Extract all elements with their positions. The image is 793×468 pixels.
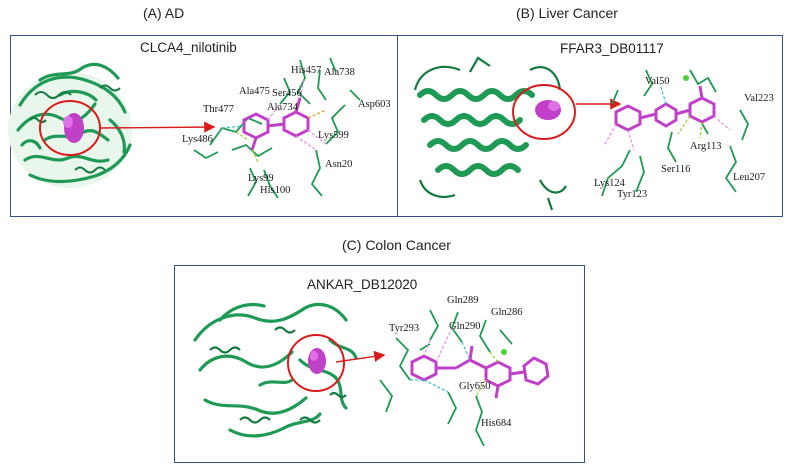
- residue-label: His457: [291, 65, 321, 76]
- residue-label: His100: [260, 185, 290, 196]
- residue-label: Arg113: [690, 141, 722, 152]
- panel-b-frame: [397, 35, 783, 217]
- panel-a-title: CLCA4_nilotinib: [140, 40, 237, 55]
- panel-c-interaction-view: Gln289 Gln286 Tyr293 Gln290 Gly650 His68…: [379, 295, 550, 447]
- residue-label: Val223: [744, 93, 774, 104]
- panel-b-title: FFAR3_DB01117: [560, 41, 664, 56]
- panel-b-binding-site-circle: [512, 84, 576, 140]
- residue-label: Gln290: [449, 321, 481, 332]
- residue-label: Gln289: [447, 295, 479, 306]
- panel-c-protein-structure: [193, 302, 358, 438]
- residue-label: Gln286: [491, 307, 523, 318]
- panel-c-frame: [174, 265, 585, 463]
- residue-label: Ser116: [661, 164, 690, 175]
- residue-label: Leu207: [733, 172, 765, 183]
- residue-label: Val50: [645, 76, 670, 87]
- residue-label: Asp603: [358, 99, 391, 110]
- panel-b-interaction-view: Val50 Val223 Arg113 Ser116 Leu207 Lys124…: [594, 69, 774, 200]
- panel-c-ligand-blob: [308, 348, 326, 374]
- residue-label: Lys124: [594, 178, 626, 189]
- panel-c-binding-site-circle: [287, 334, 345, 392]
- residue-label: Ser456: [272, 88, 302, 99]
- panel-a-binding-site-circle: [39, 100, 101, 156]
- residue-label: Ala734: [267, 102, 299, 113]
- panel-c-caption: (C) Colon Cancer: [342, 237, 451, 253]
- panel-c-title: ANKAR_DB12020: [307, 277, 418, 292]
- panel-a-zoom-arrow: [99, 121, 216, 133]
- residue-label: Gly650: [459, 381, 491, 392]
- residue-label: Ala475: [239, 86, 270, 97]
- residue-label: Lys99: [248, 173, 274, 184]
- panel-a-ligand-blob: [63, 113, 84, 143]
- panel-a-interaction-view: His457 Ala738 Ala475 Ser456 Thr477 Ala73…: [182, 57, 391, 199]
- residue-label: His684: [481, 418, 512, 429]
- residue-label: Thr477: [203, 104, 234, 115]
- residue-label: Ala738: [324, 67, 355, 78]
- residue-label: Lys599: [318, 130, 349, 141]
- residue-label: Asn20: [325, 159, 352, 170]
- panel-b-protein-structure: [413, 56, 567, 211]
- residue-label: Tyr123: [617, 189, 647, 200]
- panel-a-caption: (A) AD: [143, 5, 185, 21]
- panel-c-zoom-arrow: [335, 350, 386, 363]
- panel-b-caption: (B) Liver Cancer: [516, 5, 618, 21]
- panel-b-ligand-blob: [535, 100, 561, 120]
- residue-label: Lys486: [182, 134, 213, 145]
- residue-label: Tyr293: [389, 323, 419, 334]
